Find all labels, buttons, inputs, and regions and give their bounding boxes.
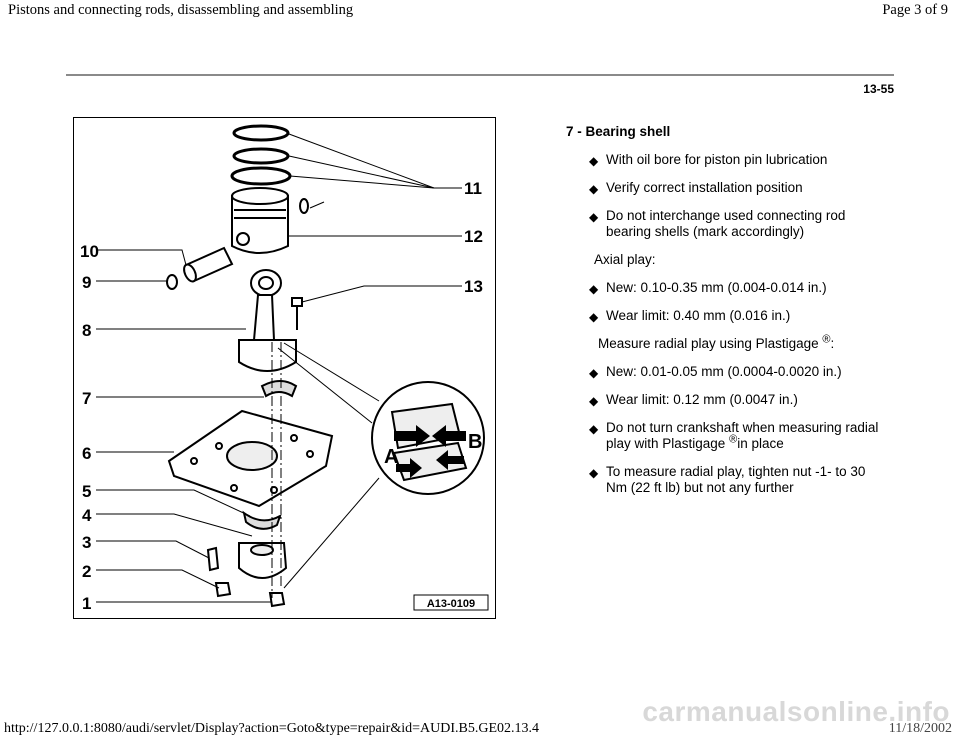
- label-b: B: [468, 431, 482, 453]
- footer-date: 11/18/2002: [888, 721, 952, 736]
- bullet-item: ◆Verify correct installation position: [589, 180, 803, 196]
- diamond-icon: ◆: [589, 182, 599, 196]
- callout-1: 1: [82, 594, 91, 613]
- exploded-view-figure: A B 1 2: [73, 117, 496, 619]
- diamond-icon: ◆: [589, 422, 599, 436]
- callout-6: 6: [82, 444, 91, 463]
- piston-ring-oil: [230, 166, 292, 186]
- diamond-icon: ◆: [589, 466, 599, 480]
- arrow-a: [394, 425, 430, 447]
- bullet-item: ◆New: 0.10-0.35 mm (0.004-0.014 in.): [589, 280, 827, 296]
- radial-play-label: Measure radial play using Plastigage ®:: [598, 333, 835, 351]
- piston-connecting-rod-diagram: A B 1 2: [80, 124, 489, 613]
- bearing-cap: [238, 542, 288, 579]
- bearing-shell-text: 7 - Bearing shell ◆With oil bore for pis…: [566, 124, 886, 508]
- registered-mark: ®: [822, 333, 831, 346]
- bullet-item: ◆New: 0.01-0.05 mm (0.0004-0.0020 in.): [589, 364, 842, 380]
- callout-10: 10: [80, 242, 99, 261]
- callout-13: 13: [464, 277, 483, 296]
- bullet-item: ◆Wear limit: 0.12 mm (0.0047 in.): [589, 392, 798, 408]
- callout-12: 12: [464, 227, 483, 246]
- upper-bearing-shell: [260, 380, 298, 398]
- diamond-icon: ◆: [589, 310, 599, 324]
- bullet-item: ◆With oil bore for piston pin lubricatio…: [589, 152, 828, 168]
- bullet-item: ◆Do not turn crankshaft when measuring r…: [589, 420, 879, 451]
- piston-ring-mid: [232, 147, 290, 165]
- conrod-bolt: [291, 297, 303, 330]
- callout-4: 4: [82, 506, 92, 525]
- header-rule: [66, 74, 894, 76]
- footer-url[interactable]: http://127.0.0.1:8080/audi/servlet/Displ…: [4, 721, 539, 736]
- piston: [231, 187, 289, 254]
- bearing-bedplate: [167, 409, 334, 508]
- washer: [206, 546, 220, 572]
- arrow-b: [436, 450, 464, 470]
- document-title: Pistons and connecting rods, disassembli…: [8, 2, 354, 18]
- bullet-item: ◆To measure radial play, tighten nut -1-…: [589, 464, 866, 495]
- diamond-icon: ◆: [589, 394, 599, 408]
- callout-5: 5: [82, 482, 91, 501]
- callout-9: 9: [82, 273, 91, 292]
- callout-7: 7: [82, 389, 91, 408]
- section-page-number: 13-55: [863, 82, 894, 96]
- callout-3: 3: [82, 533, 91, 552]
- diamond-icon: ◆: [589, 154, 599, 168]
- bullet-item: ◆Do not interchange used connecting rod …: [589, 208, 846, 239]
- registered-mark: ®: [729, 433, 738, 446]
- piston-pin: [183, 246, 234, 283]
- figure-code-box: [413, 594, 489, 611]
- diamond-icon: ◆: [589, 210, 599, 224]
- watermark-logo: carmanualsonline.info: [642, 696, 950, 727]
- callout-11: 11: [464, 179, 482, 198]
- piston-ring-top: [232, 124, 290, 142]
- bullet-item: ◆Wear limit: 0.40 mm (0.016 in.): [589, 308, 791, 324]
- diamond-icon: ◆: [589, 282, 599, 296]
- lower-bearing-shell: [242, 510, 282, 530]
- diamond-icon: ◆: [589, 366, 599, 380]
- connecting-rod: [238, 269, 297, 372]
- page-indicator: Page 3 of 9: [882, 2, 948, 18]
- label-a: A: [384, 446, 398, 468]
- axial-play-label: Axial play:: [594, 252, 656, 267]
- figure-code: A13-0109: [427, 598, 475, 610]
- circlip-right: [299, 198, 309, 214]
- callout-2: 2: [82, 562, 91, 581]
- callout-8: 8: [82, 321, 91, 340]
- circlip-left: [166, 274, 178, 290]
- item-heading: 7 - Bearing shell: [566, 124, 671, 139]
- nut-left: [214, 582, 232, 598]
